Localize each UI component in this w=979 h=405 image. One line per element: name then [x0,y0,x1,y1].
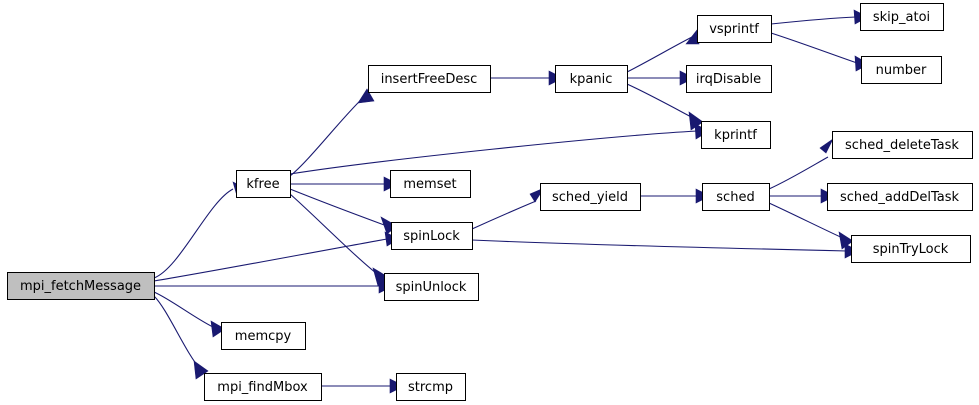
edge-kfree-to-spinLock [289,188,388,227]
edge-spinLock-to-sched_yield [471,200,537,230]
arrowhead-memcpy [210,320,226,338]
node-label-memcpy: memcpy [235,329,292,344]
node-box-memcpy[interactable] [221,322,306,350]
edge-spinLock-to-spinTryLock [471,239,848,252]
node-mpi_findMbox[interactable]: mpi_findMbox [204,373,322,401]
node-insertFreeDesc[interactable]: insertFreeDesc [368,65,491,93]
edge-kfree-to-insertFreeDesc [289,95,366,177]
node-box-sched_deleteTask[interactable] [832,131,973,159]
node-box-sched_yield[interactable] [540,183,641,211]
node-label-sched: sched [716,190,754,205]
node-spinUnlock[interactable]: spinUnlock [384,273,479,301]
node-label-insertFreeDesc: insertFreeDesc [381,72,478,87]
node-label-irqDisable: irqDisable [696,72,761,87]
node-box-irqDisable[interactable] [686,65,772,93]
node-box-skip_atoi[interactable] [860,3,944,31]
edge-sched-to-sched_deleteTask [768,156,829,190]
arrowhead-mpi_findMbox [193,360,209,380]
node-label-memset: memset [403,177,456,192]
node-kfree[interactable]: kfree [236,170,291,198]
node-label-spinTryLock: spinTryLock [873,242,949,257]
edge-mpi_fetchMessage-to-mpi_findMbox [153,295,202,371]
node-box-kpanic[interactable] [555,65,628,93]
node-box-spinUnlock[interactable] [384,273,479,301]
node-kpanic[interactable]: kpanic [555,65,628,93]
node-label-vsprintf: vsprintf [709,22,759,37]
node-label-kpanic: kpanic [570,72,613,87]
node-label-kfree: kfree [246,177,279,192]
edge-kfree-to-spinUnlock [289,193,382,278]
node-box-memset[interactable] [390,170,471,198]
node-vsprintf[interactable]: vsprintf [697,15,772,43]
node-sched_yield[interactable]: sched_yield [540,183,641,211]
node-box-mpi_fetchMessage[interactable] [7,272,155,300]
node-label-sched_addDelTask: sched_addDelTask [840,190,960,205]
node-box-mpi_findMbox[interactable] [204,373,322,401]
node-box-sched[interactable] [702,183,770,211]
node-label-kprintf: kprintf [714,128,757,143]
node-skip_atoi[interactable]: skip_atoi [860,3,944,31]
edge-mpi_fetchMessage-to-memcpy [153,291,218,330]
node-box-kprintf[interactable] [701,121,771,149]
arrowhead-sched_deleteTask [819,138,834,154]
node-label-sched_yield: sched_yield [552,190,628,205]
node-box-kfree[interactable] [236,170,291,198]
arrowhead-insertFreeDesc [357,88,375,104]
node-box-strcmp[interactable] [396,373,466,401]
node-label-spinUnlock: spinUnlock [396,280,467,295]
edge-vsprintf-to-number [770,32,858,64]
edge-kpanic-to-vsprintf [626,35,695,73]
node-label-sched_deleteTask: sched_deleteTask [845,138,959,153]
edge-vsprintf-to-skip_atoi [770,16,857,25]
edge-kfree-to-kprintf [289,130,698,175]
node-number[interactable]: number [861,56,942,84]
node-memset[interactable]: memset [390,170,471,198]
node-label-skip_atoi: skip_atoi [873,10,930,25]
node-box-vsprintf[interactable] [697,15,772,43]
node-box-spinTryLock[interactable] [851,235,971,263]
edge-mpi_fetchMessage-to-kfree [153,188,234,279]
node-box-number[interactable] [861,56,942,84]
node-box-sched_addDelTask[interactable] [827,183,973,211]
node-irqDisable[interactable]: irqDisable [686,65,772,93]
node-kprintf[interactable]: kprintf [701,121,771,149]
nodes-layer: mpi_fetchMessage kfree insertFreeDesc kpani… [7,3,973,401]
arrowhead-kprintf-from-kpanic [688,111,704,131]
node-label-mpi_findMbox: mpi_findMbox [217,380,308,395]
node-sched_addDelTask[interactable]: sched_addDelTask [827,183,973,211]
edge-mpi_fetchMessage-to-spinLock [153,238,388,282]
node-memcpy[interactable]: memcpy [221,322,306,350]
node-mpi_fetchMessage[interactable]: mpi_fetchMessage [7,272,155,300]
node-strcmp[interactable]: strcmp [396,373,466,401]
node-label-mpi_fetchMessage: mpi_fetchMessage [20,279,141,294]
node-box-insertFreeDesc[interactable] [368,65,491,93]
node-spinLock[interactable]: spinLock [391,222,473,250]
node-label-strcmp: strcmp [408,380,453,395]
node-label-spinLock: spinLock [403,229,460,244]
node-box-spinLock[interactable] [391,222,473,250]
node-spinTryLock[interactable]: spinTryLock [851,235,971,263]
node-label-number: number [876,63,927,78]
arrowhead-spinUnlock-from-kfree [372,267,389,287]
node-sched_deleteTask[interactable]: sched_deleteTask [832,131,973,159]
node-sched[interactable]: sched [702,183,770,211]
